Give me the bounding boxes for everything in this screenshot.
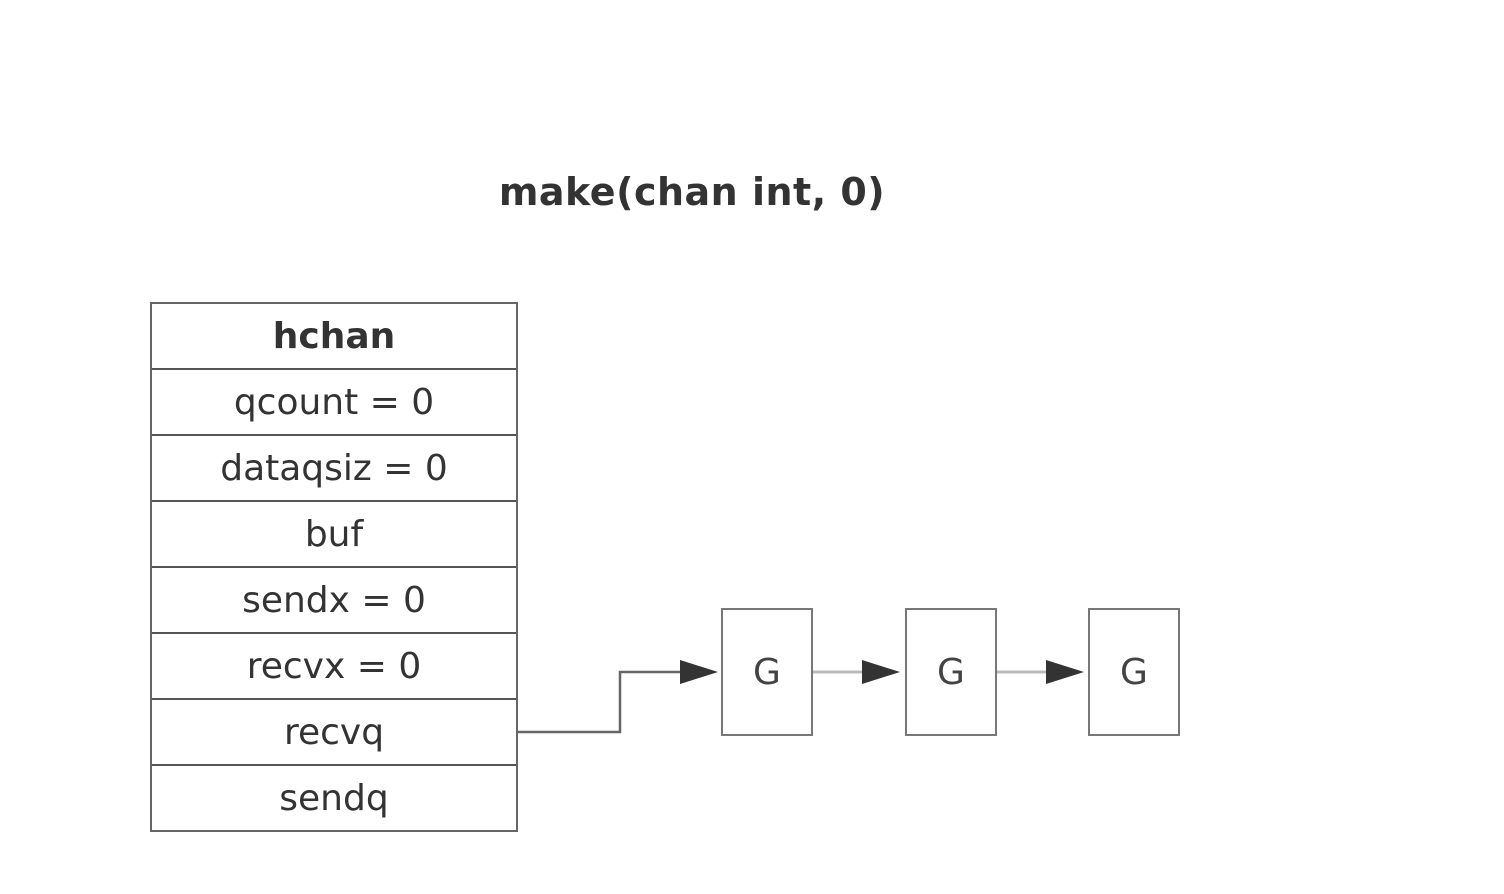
goroutine-node: G: [905, 608, 997, 736]
field-buf: buf: [152, 500, 516, 566]
recvq-connector: [518, 670, 690, 734]
field-recvx: recvx = 0: [152, 632, 516, 698]
field-qcount: qcount = 0: [152, 368, 516, 434]
diagram-title: make(chan int, 0): [498, 170, 886, 214]
arrowhead-icon: [680, 660, 718, 684]
field-sendq: sendq: [152, 764, 516, 830]
arrowhead-icon: [862, 660, 900, 684]
hchan-header: hchan: [272, 315, 396, 357]
goroutine-node: G: [721, 608, 813, 736]
field-recvq: recvq: [152, 698, 516, 764]
field-sendx: sendx = 0: [152, 566, 516, 632]
hchan-struct: hchan qcount = 0 dataqsiz = 0 buf sendx …: [150, 302, 518, 832]
arrowhead-icon: [1046, 660, 1084, 684]
field-dataqsiz: dataqsiz = 0: [152, 434, 516, 500]
goroutine-node: G: [1088, 608, 1180, 736]
